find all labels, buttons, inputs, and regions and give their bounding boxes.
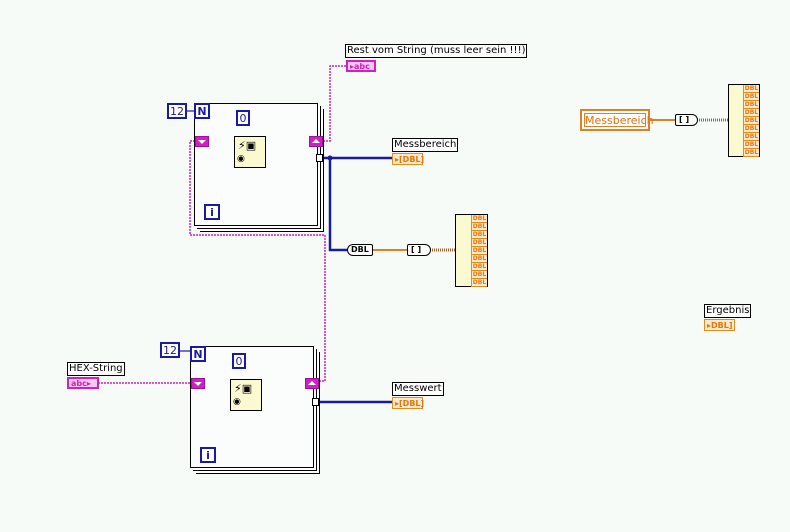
play-icon: ▸ <box>86 379 91 388</box>
messbereich-label: Messbereich <box>392 138 459 152</box>
messbereich-local-label: Messbereich <box>584 113 654 127</box>
loop1-offset-constant[interactable]: 0 <box>236 110 250 126</box>
rest-string-indicator[interactable]: ▸abc <box>346 60 376 72</box>
error-terminal-icon: ◉ <box>237 154 245 164</box>
array-cell: DBL <box>743 125 759 133</box>
play-icon: ▸[ <box>395 399 403 408</box>
array-cell: DBL <box>471 255 487 263</box>
array-cell: DBL <box>471 271 487 279</box>
type-glyph: abc <box>354 62 370 71</box>
ergebnis-label: Ergebnis <box>704 304 752 318</box>
scan-icon: ⚡▣ <box>238 139 257 152</box>
array-cell: DBL <box>743 101 759 109</box>
type-glyph: DBL <box>402 155 421 164</box>
array-cell: DBL <box>471 247 487 255</box>
array-cell: DBL <box>471 263 487 271</box>
array-cell: DBL <box>471 239 487 247</box>
type-glyph: DBL <box>711 321 729 330</box>
array-cell: DBL <box>471 279 487 287</box>
loop2-count-constant[interactable]: 12 <box>160 342 180 358</box>
up-arrow-icon <box>308 381 316 385</box>
array-cell: DBL <box>471 215 487 223</box>
scan-from-string-function-2[interactable]: ⚡▣ ◉ <box>230 379 262 411</box>
loop2-count-terminal: N <box>190 346 206 362</box>
scan-from-string-function-1[interactable]: ⚡▣ ◉ <box>234 136 266 168</box>
type-glyph: DBL <box>402 399 421 408</box>
messwert-indicator[interactable]: ▸[DBL] <box>392 397 424 409</box>
type-glyph: abc <box>71 379 87 388</box>
wire-junction <box>327 155 333 161</box>
loop1-output-tunnel[interactable] <box>316 154 323 162</box>
messwert-label: Messwert <box>392 382 444 396</box>
to-dbl-conversion[interactable]: DBL <box>347 244 373 256</box>
play-icon: ▸ <box>707 321 712 330</box>
string-wire-loop1-sr <box>189 140 326 382</box>
up-arrow-icon <box>312 139 320 143</box>
array-cell: DBL <box>743 85 759 93</box>
array-cell: DBL <box>743 93 759 101</box>
scan-icon: ⚡▣ <box>234 382 253 395</box>
loop2-output-tunnel[interactable] <box>312 398 319 406</box>
messbereich-indicator[interactable]: ▸[DBL] <box>392 153 424 165</box>
hex-string-control[interactable]: abc▸ <box>67 377 99 389</box>
messbereich-local-variable[interactable]: Messbereich <box>580 109 654 131</box>
loop1-count-constant[interactable]: 12 <box>167 103 187 119</box>
rest-string-label: Rest vom String (muss leer sein !!!) <box>345 44 528 58</box>
hex-string-label: HEX-String <box>67 362 125 376</box>
loop1-shift-register-left[interactable] <box>195 136 209 147</box>
loop2-shift-register-right[interactable] <box>305 378 319 389</box>
array-cell: DBL <box>743 117 759 125</box>
array-cell: DBL <box>471 231 487 239</box>
play-icon: ▸[ <box>395 155 403 164</box>
play-icon: ▸ <box>350 62 355 71</box>
string-wire-rest <box>323 65 346 142</box>
array-wire-to-conv <box>328 158 348 252</box>
loop1-shift-register-right[interactable] <box>309 136 323 147</box>
array-to-cluster-node[interactable]: [ ] <box>407 244 431 256</box>
array-cell: DBL <box>743 149 759 157</box>
array-cell: DBL <box>743 141 759 149</box>
loop2-offset-constant[interactable]: 0 <box>232 353 246 369</box>
down-arrow-icon <box>194 382 202 386</box>
error-terminal-icon: ◉ <box>233 397 241 407</box>
loop1-iteration-terminal: i <box>204 204 220 220</box>
array-to-cluster-node-2[interactable]: [ ] <box>675 114 698 126</box>
loop1-count-terminal: N <box>194 103 210 119</box>
ergebnis-indicator[interactable]: ▸DBL] <box>704 319 735 331</box>
array-cell: DBL <box>743 109 759 117</box>
array-cell: DBL <box>743 133 759 141</box>
down-arrow-icon <box>198 140 206 144</box>
loop2-iteration-terminal: i <box>200 447 216 463</box>
array-cell: DBL <box>471 223 487 231</box>
loop2-shift-register-left[interactable] <box>191 378 205 389</box>
